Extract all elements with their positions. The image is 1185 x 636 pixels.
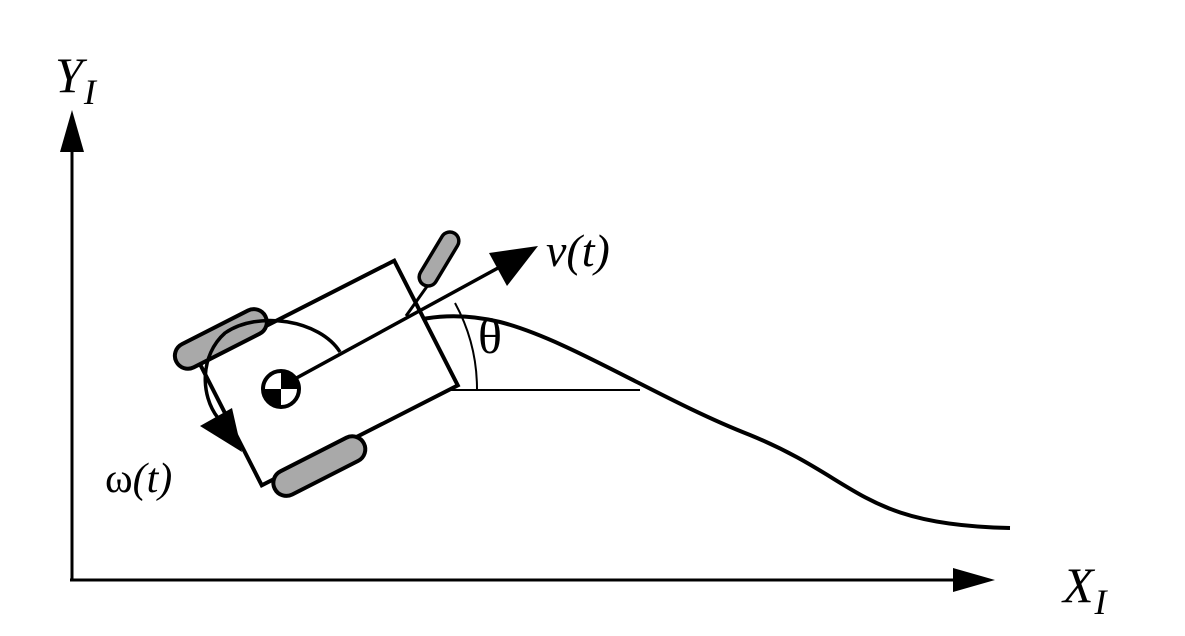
angular-velocity-arrowhead [200,408,242,452]
y-axis-arrowhead [60,110,84,152]
right-wheel [271,434,368,498]
velocity-label: v(t) [546,225,610,276]
x-axis-label-main: X [1063,557,1094,613]
y-axis-label-subscript: I [83,71,96,112]
y-axis-label-main: Y [55,47,83,103]
x-axis-arrowhead [953,568,995,592]
angular-velocity-label: ω(t) [105,458,172,500]
caster-wheel [417,230,461,288]
x-axis-label: XI [1063,560,1107,620]
x-axis-label-subscript: I [1094,581,1107,622]
y-axis-label: YI [55,50,96,110]
omega-argument: (t) [132,456,173,502]
caster-arm [404,284,430,317]
angular-velocity-arc [203,318,342,420]
velocity-arrowhead [489,246,538,286]
center-of-mass-marker [261,369,301,409]
theta-arc [454,302,479,391]
omega-symbol: ω [105,456,133,502]
velocity-vector [279,266,499,389]
theta-label: θ [478,308,502,364]
